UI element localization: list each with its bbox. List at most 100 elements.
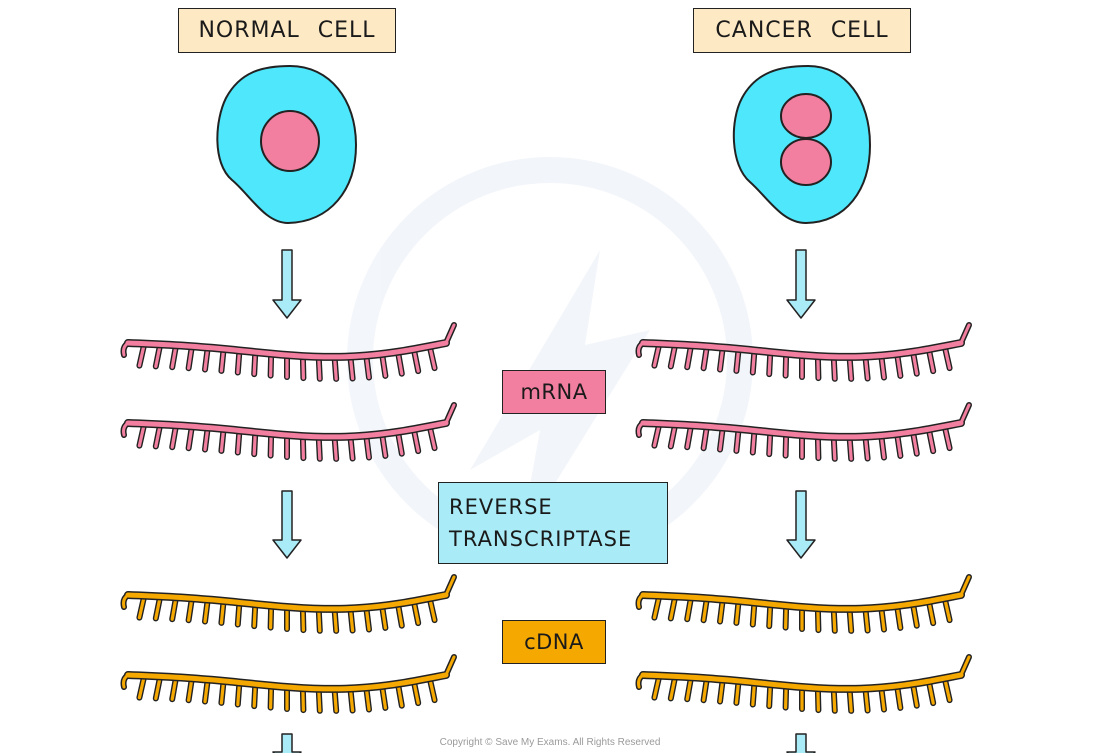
- backbone: [125, 672, 449, 692]
- strand-end: [444, 323, 456, 345]
- base: [767, 352, 772, 376]
- rt-label-line2: TRANSCRIPTASE: [449, 527, 633, 551]
- backbone: [125, 592, 449, 612]
- base: [317, 689, 322, 713]
- mrna-strand-cancer-1: [635, 322, 972, 382]
- base: [219, 601, 225, 625]
- strand-end: [122, 593, 130, 609]
- base: [784, 434, 788, 458]
- base: [364, 355, 371, 380]
- cancer-cell-title: CANCER CELL: [693, 8, 911, 53]
- backbone: [125, 420, 449, 440]
- base: [751, 602, 756, 627]
- base: [412, 681, 420, 705]
- base: [380, 606, 387, 630]
- base: [718, 679, 725, 704]
- rt-label-line1: REVERSE: [449, 495, 553, 519]
- base: [154, 424, 162, 448]
- backbone: [640, 420, 964, 440]
- base: [718, 347, 725, 372]
- base: [669, 596, 677, 620]
- strand-end: [959, 403, 971, 425]
- base: [767, 432, 772, 456]
- strand-end: [637, 673, 645, 689]
- base: [816, 608, 820, 632]
- strand-end: [444, 403, 456, 425]
- mrna-label-text: mRNA: [520, 380, 588, 404]
- base: [269, 606, 273, 630]
- base: [669, 676, 677, 700]
- base: [380, 686, 387, 710]
- base: [252, 352, 257, 376]
- base: [927, 349, 935, 373]
- base: [718, 599, 725, 624]
- base: [170, 345, 178, 369]
- base: [219, 349, 225, 373]
- base: [396, 352, 404, 376]
- base: [895, 354, 902, 378]
- base: [252, 604, 257, 628]
- base: [236, 602, 241, 627]
- base: [301, 608, 305, 632]
- base: [269, 434, 273, 458]
- base: [333, 357, 338, 381]
- arrow-normal-to-cdna: [272, 490, 302, 559]
- base: [718, 427, 725, 452]
- backbone: [640, 592, 964, 612]
- base: [685, 345, 693, 369]
- cancer-cell: [732, 64, 872, 225]
- base: [301, 436, 305, 460]
- base: [317, 609, 322, 633]
- base: [895, 686, 902, 710]
- base: [428, 346, 437, 370]
- base: [301, 688, 305, 712]
- strand-end: [122, 341, 130, 357]
- base: [784, 354, 788, 378]
- base: [137, 344, 146, 368]
- backbone: [640, 340, 964, 360]
- cancer-cell-nucleus-top: [780, 93, 832, 139]
- arrow-normal-continue: [272, 733, 302, 753]
- base: [380, 354, 387, 378]
- base: [734, 429, 740, 453]
- base: [333, 689, 338, 713]
- base: [685, 597, 693, 621]
- base: [236, 350, 241, 375]
- cdna-label: cDNA: [502, 620, 606, 664]
- base: [734, 349, 740, 373]
- base: [364, 687, 371, 712]
- base: [252, 432, 257, 456]
- base: [669, 424, 677, 448]
- base: [412, 429, 420, 453]
- base: [137, 596, 146, 620]
- base: [170, 677, 178, 701]
- base: [685, 677, 693, 701]
- base: [864, 608, 870, 633]
- base: [784, 686, 788, 710]
- process-arrows: [272, 249, 816, 753]
- base: [187, 598, 194, 622]
- base: [269, 354, 273, 378]
- base: [702, 598, 709, 622]
- mrna-strand-normal-1: [120, 322, 457, 382]
- base: [652, 344, 661, 368]
- base: [349, 356, 355, 381]
- base: [911, 684, 919, 708]
- base: [187, 678, 194, 702]
- base: [412, 349, 420, 373]
- arrow-cancer-continue: [786, 733, 816, 753]
- base: [252, 684, 257, 708]
- mrna-label: mRNA: [502, 370, 606, 414]
- normal-cell-nucleus: [260, 110, 320, 172]
- base: [685, 425, 693, 449]
- base: [364, 607, 371, 632]
- cdna-strand-cancer-1: [635, 574, 972, 634]
- base: [154, 676, 162, 700]
- mrna-strand-normal-2: [120, 402, 457, 462]
- base: [911, 604, 919, 628]
- nucleic-acid-strands: [120, 322, 972, 714]
- mrna-strand-cancer-2: [635, 402, 972, 462]
- base: [848, 689, 853, 713]
- base: [911, 432, 919, 456]
- base: [864, 356, 870, 381]
